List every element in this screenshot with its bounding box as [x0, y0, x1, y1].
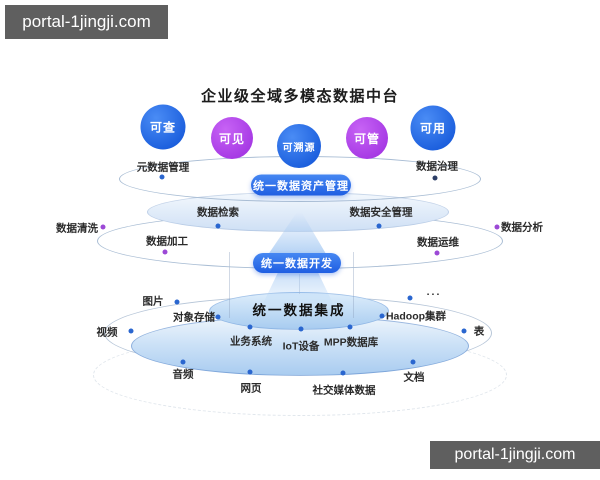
- asset-management-pill: 统一数据资产管理: [251, 174, 351, 196]
- label-documents: 文档: [403, 371, 425, 384]
- node-dot: [376, 223, 382, 229]
- node-dot: [215, 223, 221, 229]
- node-dot: [100, 224, 106, 230]
- node-dot: [347, 324, 353, 330]
- label-tables: 表: [473, 325, 485, 338]
- node-dot: [159, 174, 165, 180]
- data-dev-pill: 统一数据开发: [253, 253, 341, 273]
- label-object-storage: 对象存储: [173, 311, 215, 324]
- integration-title: 统一数据集成: [252, 303, 346, 318]
- capability-circle-usable: 可用: [410, 105, 456, 151]
- label-data-analysis: 数据分析: [501, 221, 543, 234]
- label-data-governance: 数据治理: [416, 160, 458, 173]
- node-dot: [215, 314, 221, 320]
- node-dot: [247, 369, 253, 375]
- label-audio: 音频: [172, 368, 194, 381]
- node-dot: [432, 175, 438, 181]
- label-data-retrieval: 数据检索: [197, 206, 239, 219]
- capability-circle-manageable: 可管: [346, 117, 388, 159]
- watermark-top-left: portal-1jingji.com: [5, 5, 168, 39]
- label-social-media-data: 社交媒体数据: [312, 384, 376, 397]
- node-dot: [461, 328, 467, 334]
- label-video: 视频: [96, 326, 118, 339]
- node-dot: [174, 299, 180, 305]
- label-data-processing: 数据加工: [146, 235, 188, 248]
- node-dot: [247, 324, 253, 330]
- label-data-security-management: 数据安全管理: [349, 206, 413, 219]
- node-dot: [407, 295, 413, 301]
- label-web-pages: 网页: [240, 382, 262, 395]
- node-dot: [298, 326, 304, 332]
- label-metadata-management: 元数据管理: [136, 161, 190, 174]
- capability-circle-searchable: 可查: [140, 104, 186, 150]
- node-dot: [434, 250, 440, 256]
- watermark-bottom-right: portal-1jingji.com: [430, 441, 600, 469]
- node-dot: [410, 359, 416, 365]
- label-mpp-database: MPP数据库: [323, 336, 379, 349]
- node-dot: [494, 224, 500, 230]
- label-ellipsis-more: ...: [426, 286, 442, 298]
- connector-line: [353, 252, 354, 318]
- label-images: 图片: [142, 295, 164, 308]
- diagram-title: 企业级全域多模态数据中台: [200, 88, 399, 105]
- capability-circle-traceable: 可溯源: [277, 124, 321, 168]
- connector-line: [229, 252, 230, 318]
- node-dot: [379, 313, 385, 319]
- label-data-ops: 数据运维: [417, 236, 459, 249]
- label-business-systems: 业务系统: [230, 335, 272, 348]
- node-dot: [180, 359, 186, 365]
- label-data-cleansing: 数据清洗: [56, 222, 98, 235]
- node-dot: [128, 328, 134, 334]
- capability-circle-visible: 可见: [211, 117, 253, 159]
- label-hadoop-cluster: Hadoop集群: [385, 310, 447, 323]
- label-iot-devices: IoT设备: [282, 340, 320, 353]
- node-dot: [340, 370, 346, 376]
- node-dot: [162, 249, 168, 255]
